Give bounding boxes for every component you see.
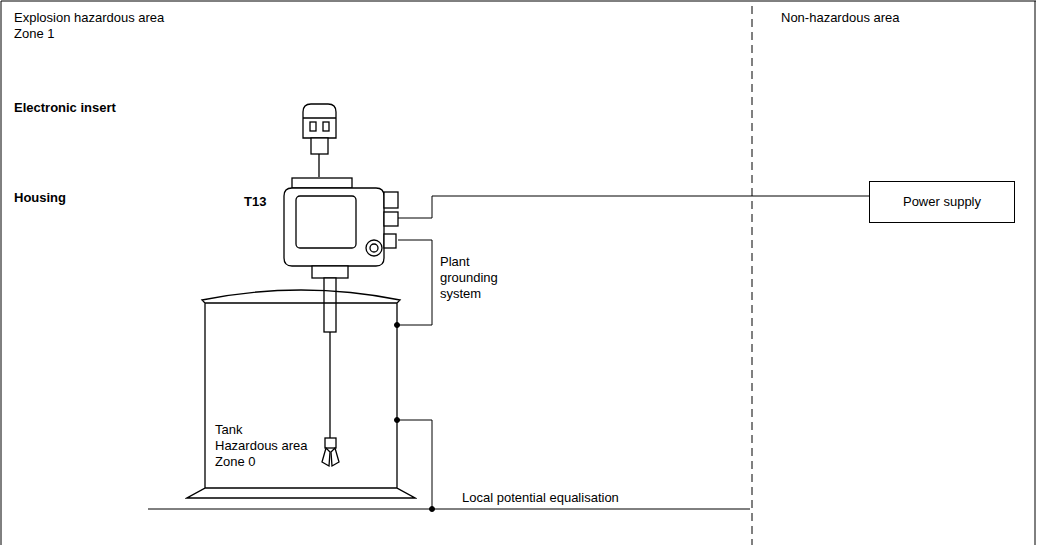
tank-shape: TankHazardous area Zone 0 — [185, 282, 417, 500]
equalisation-label: Local potential equalisation — [462, 490, 712, 506]
zone-label: Tank — [215, 422, 315, 438]
part-name: Electronic insert — [14, 100, 214, 116]
tank-text-group: TankHazardous area Zone 0 — [215, 422, 315, 470]
part-name: Housing — [14, 190, 214, 206]
tuning-fork-probe — [322, 278, 339, 466]
frame-line — [1, 1, 2, 545]
zone-label: Explosion hazardous area Zone 1 — [14, 10, 184, 42]
zone-label: Non-hazardous area — [781, 10, 1001, 26]
frame-line — [1035, 1, 1036, 545]
connection-dot — [430, 507, 435, 512]
frame-line — [1, 1, 1036, 2]
tank-outline — [187, 290, 415, 498]
grounding-wire — [397, 420, 432, 509]
zone-boundary — [752, 6, 753, 545]
potential-equalisation-line — [148, 509, 750, 510]
housing-icon — [284, 178, 398, 278]
grounding-wire — [397, 240, 432, 325]
box-text: Power supply — [903, 194, 981, 210]
power-supply-box: Power supply — [869, 181, 1015, 223]
power-cable — [398, 196, 869, 218]
electronic-insert-icon — [303, 104, 336, 177]
housing-type: T13 — [244, 194, 280, 210]
grounding-label: Plant grounding system — [440, 254, 512, 302]
zone-label: Hazardous area Zone 0 — [215, 438, 315, 470]
